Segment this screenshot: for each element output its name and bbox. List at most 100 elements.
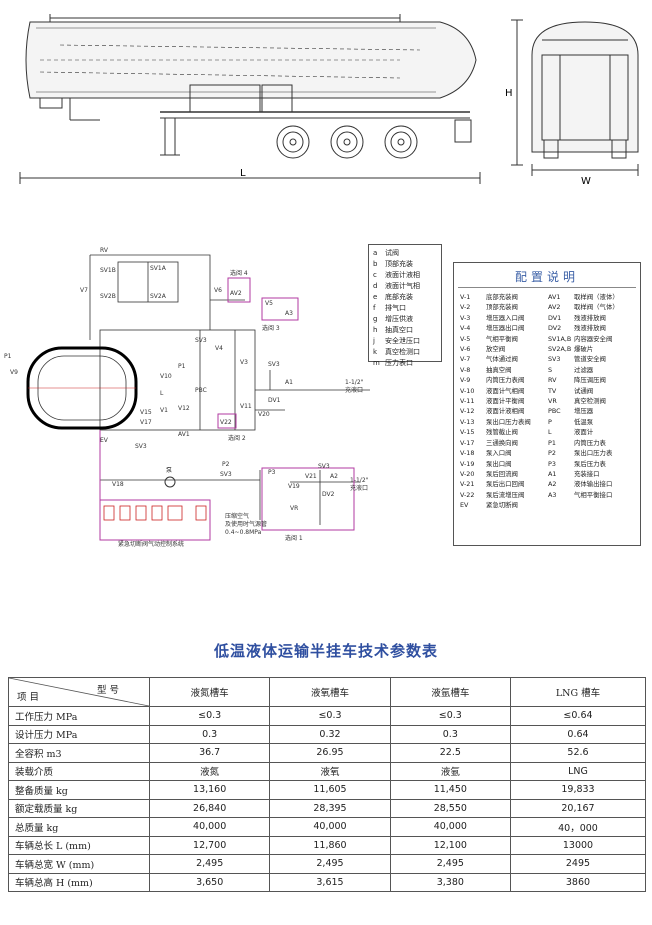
label-sv1a: SV1A [150,265,167,272]
config-desc: 增压器出口阀 [486,324,525,333]
spec-cell: 2495 [509,854,647,874]
spec-cell: 26,840 [148,798,271,818]
config-code: V-1 [460,293,471,301]
config-desc: 充装接口 [574,469,600,478]
config-code: DV2 [548,324,562,333]
legend-value: 压力表口 [385,359,413,367]
spec-cell: 2,495 [389,854,511,874]
spec-cell: 19,833 [509,780,647,800]
legend-value: 安全泄压口 [385,337,420,345]
spec-cell: 液氧 [269,761,391,781]
spec-row-label: 工作压力 MPa [8,706,150,726]
legend-value: 顶部充装 [385,260,413,268]
config-desc: 放空阀 [486,345,506,354]
spec-header-model: 型 号 [96,685,119,696]
config-code: P3 [548,459,556,468]
config-code: V-20 [460,469,475,478]
config-code: V-12 [460,407,475,416]
config-desc: 内容器安全阀 [574,334,613,343]
config-code: V-17 [460,438,475,447]
config-code: L [548,428,552,437]
spec-cell: 11,605 [269,780,391,800]
spec-cell: 40,000 [148,817,271,837]
legend-key: m [373,359,380,367]
spec-cell: 0.3 [389,724,511,744]
spec-cell: 11,860 [269,835,391,855]
label-vr: VR [290,505,298,512]
config-code: AV1 [548,293,561,301]
label-v12: V12 [178,405,190,412]
spec-cell: 2,495 [148,854,271,874]
spec-cell: 20,167 [509,798,647,818]
label-v1: V1 [160,407,168,414]
label-p1: P1 [4,353,12,360]
spec-cell: 3,380 [389,872,511,892]
spec-cell: 3,650 [148,872,271,892]
spec-cell: 0.32 [269,724,391,744]
spec-header-corner: 型 号 项 目 [8,677,150,707]
config-desc: 爆破片 [574,345,594,354]
config-desc: 内筒压力表 [574,438,606,447]
spec-cell: 22.5 [389,743,511,763]
label-v17: V17 [140,419,152,426]
label-sv3a: SV3 [195,337,207,344]
label-ev: EV [100,437,109,444]
spec-cell: 0.3 [148,724,271,744]
label-sv1b: SV1B [100,267,116,274]
config-code: DV1 [548,313,562,322]
label-a2: A2 [330,473,338,480]
legend-key: e [373,293,378,301]
config-desc: 试通阀 [574,386,594,395]
config-desc: 泵后回流阀 [486,469,518,478]
config-code: V-11 [460,397,475,406]
config-code: P2 [548,449,556,458]
config-desc: 内筒压力表阀 [486,376,525,385]
config-code: V-5 [460,334,471,343]
config-code: V-6 [460,345,471,354]
label-box4: 选阅 4 [230,269,248,277]
config-code: P [548,417,552,426]
spec-row-label: 总质量 kg [8,817,150,837]
label-dv1: DV1 [268,397,281,404]
config-desc: 过滤器 [574,365,594,374]
config-code: V-8 [460,365,471,374]
config-desc: 真空检测阀 [574,397,606,406]
spec-col-1: 液氧槽车 [269,677,391,707]
spec-row-label: 设计压力 MPa [8,724,150,744]
spec-row-label: 装载介质 [8,761,150,781]
label-p1-gauge: P1 [178,363,186,370]
spec-cell: 40，000 [509,817,647,837]
config-code: V-18 [460,449,475,458]
legend-key: j [373,337,375,345]
legend-value: 液面计液相 [385,271,420,279]
config-desc: 液体输出接口 [574,480,613,489]
label-v11: V11 [240,403,252,410]
config-desc: 增压器入口阀 [486,313,525,322]
label-av2: AV2 [230,290,242,297]
config-code: V-15 [460,428,475,437]
legend-key: g [373,315,378,323]
label-rv: RV [100,247,109,254]
config-code: SV3 [548,355,561,364]
config-desc: 泵出口阀 [486,459,512,468]
spec-cell: 26.95 [269,743,391,763]
spec-cell: 28,550 [389,798,511,818]
config-code: AV2 [548,303,561,312]
config-code: V-7 [460,355,471,364]
